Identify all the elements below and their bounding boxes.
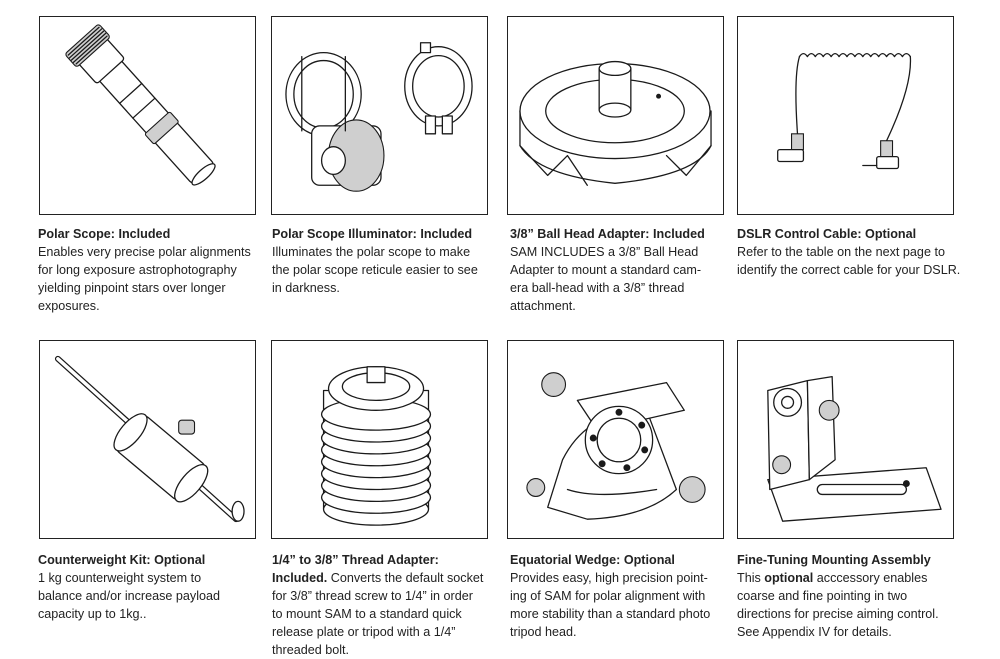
product-title-continued: Included. bbox=[272, 571, 328, 585]
illuminator-icon bbox=[285, 42, 473, 192]
counterweight-image bbox=[39, 340, 256, 539]
product-description-line: See Appendix IV for details. bbox=[737, 625, 892, 639]
product-title: Equatorial Wedge: Optional bbox=[510, 553, 675, 567]
product-description-line: capacity up to 1kg.. bbox=[38, 607, 147, 621]
product-title: 3/8” Ball Head Adapter: Included bbox=[510, 227, 705, 241]
product-description-line: tripod head. bbox=[510, 625, 577, 639]
thread-adapter-icon bbox=[320, 366, 432, 526]
equatorial-wedge-icon bbox=[526, 372, 706, 520]
optional-emphasis: optional bbox=[764, 571, 814, 585]
ball-head-adapter-icon bbox=[519, 60, 712, 186]
product-description-line: This optional acccessory enables bbox=[737, 569, 997, 587]
product-description-line: 1 kg counterweight system to bbox=[38, 571, 202, 585]
product-description-line: directions for precise aiming control. bbox=[737, 607, 939, 621]
product-description-line: ing of SAM for polar alignment with bbox=[510, 589, 706, 603]
product-description-line: attachment. bbox=[510, 299, 576, 313]
product-description-text: Converts the default socket bbox=[327, 571, 484, 585]
thread-adapter-image bbox=[271, 340, 488, 539]
polar-scope-icon bbox=[65, 24, 216, 186]
product-description-line: balance and/or increase payload bbox=[38, 589, 221, 603]
product-description-line: yielding pinpoint stars over longer bbox=[38, 281, 226, 295]
product-description-line: Included. Converts the default socket bbox=[272, 569, 502, 587]
ball-head-adapter-image bbox=[507, 16, 724, 215]
product-description-line: in darkness. bbox=[272, 281, 340, 295]
product-description-line: Adapter to mount a standard cam- bbox=[510, 263, 702, 277]
product-description-line: Refer to the table on the next page to bbox=[737, 245, 945, 259]
product-description-line: more stability than a standard photo bbox=[510, 607, 711, 621]
counterweight-icon bbox=[54, 355, 245, 523]
illuminator-image bbox=[271, 16, 488, 215]
control-cable-icon bbox=[777, 52, 912, 170]
product-title: Fine-Tuning Mounting Assembly bbox=[737, 553, 931, 567]
product-description-text: This bbox=[737, 571, 765, 585]
product-description-line: coarse and fine pointing in two bbox=[737, 589, 908, 603]
polar-scope-image bbox=[39, 16, 256, 215]
product-description-text: acccessory enables bbox=[813, 571, 928, 585]
product-description-line: for long exposure astrophotography bbox=[38, 263, 237, 277]
product-description-line: identify the correct cable for your DSLR… bbox=[737, 263, 961, 277]
product-description-line: to mount SAM to a standard quick bbox=[272, 607, 462, 621]
control-cable-image bbox=[737, 16, 954, 215]
product-title: Polar Scope Illuminator: Included bbox=[272, 227, 473, 241]
product-title: Polar Scope: Included bbox=[38, 227, 171, 241]
product-description-line: era ball-head with a 3/8” thread bbox=[510, 281, 685, 295]
product-description-line: exposures. bbox=[38, 299, 100, 313]
product-description-line: threaded bolt. bbox=[272, 643, 350, 657]
mounting-assembly-image bbox=[737, 340, 954, 539]
product-description-line: Provides easy, high precision point- bbox=[510, 571, 708, 585]
mounting-assembly-icon bbox=[767, 375, 942, 522]
product-description-line: Enables very precise polar alignments bbox=[38, 245, 251, 259]
product-description-line: SAM INCLUDES a 3/8” Ball Head bbox=[510, 245, 699, 259]
product-description-line: release plate or tripod with a 1/4” bbox=[272, 625, 456, 639]
product-title: Counterweight Kit: Optional bbox=[38, 553, 206, 567]
product-description-line: for 3/8” thread screw to 1/4” in order bbox=[272, 589, 473, 603]
equatorial-wedge-image bbox=[507, 340, 724, 539]
product-title: 1/4” to 3/8” Thread Adapter: bbox=[272, 553, 439, 567]
product-description-line: Illuminates the polar scope to make bbox=[272, 245, 471, 259]
product-title: DSLR Control Cable: Optional bbox=[737, 227, 917, 241]
product-description-line: the polar scope reticule easier to see bbox=[272, 263, 478, 277]
